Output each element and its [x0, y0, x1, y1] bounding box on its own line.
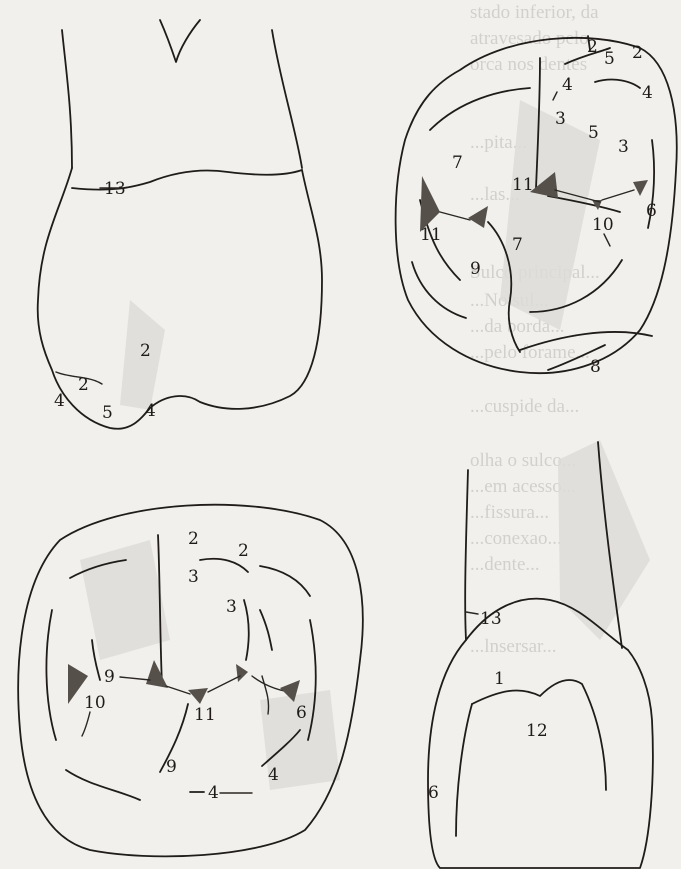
label-11: 11 [194, 705, 216, 725]
label-13: 13 [104, 179, 126, 199]
ridge-bottom-left [66, 770, 140, 800]
distal-fossa-triangle [633, 180, 648, 196]
label-4: 4 [268, 765, 279, 785]
label-13: 13 [480, 609, 502, 629]
mesial-fossa-left [420, 176, 440, 232]
label-4: 4 [208, 783, 219, 803]
label-6: 6 [646, 201, 657, 221]
ridge-left-bottom [412, 262, 466, 318]
label-9: 9 [166, 757, 177, 777]
label-3: 3 [226, 597, 237, 617]
cusp-ridge-4-upper [595, 80, 640, 88]
root-outline-right [272, 30, 302, 168]
label-10: 10 [592, 215, 614, 235]
section-view-labels: 13 1 12 6 [428, 609, 548, 803]
root-outline-left-section [465, 470, 468, 640]
label-2: 2 [78, 375, 89, 395]
groove-10-lower [82, 712, 90, 736]
label-1: 1 [494, 669, 505, 689]
label-2: 2 [238, 541, 249, 561]
label-4: 4 [145, 401, 156, 421]
label-5: 5 [102, 403, 113, 423]
connecting-line [602, 190, 634, 200]
fossa-upper-right [236, 664, 248, 682]
ridge-top-right [260, 566, 310, 596]
lateral-view-figure [38, 20, 322, 429]
label-4: 4 [562, 75, 573, 95]
label-9: 9 [104, 667, 115, 687]
label-7: 7 [452, 153, 463, 173]
ridge-left [46, 610, 56, 740]
connecting-line [440, 212, 470, 220]
label-4: 4 [642, 83, 653, 103]
fossa-center-lower [146, 660, 168, 688]
label-11: 11 [512, 175, 534, 195]
label-2: 2 [140, 341, 151, 361]
label-6: 6 [428, 783, 439, 803]
connecting-line [120, 677, 150, 680]
label-9: 9 [470, 259, 481, 279]
label-2: 2 [587, 37, 598, 57]
label-4: 4 [54, 391, 65, 411]
fossa-11-lower [188, 688, 208, 704]
label-5: 5 [588, 123, 599, 143]
label-12: 12 [526, 721, 548, 741]
root-bifurcation [160, 20, 200, 62]
label-11: 11 [420, 225, 442, 245]
root-outline-left [62, 30, 72, 168]
connecting-line [166, 686, 190, 694]
cusp-8-arc [520, 332, 652, 350]
groove-right-upper [244, 600, 249, 660]
label-8: 8 [590, 357, 601, 377]
label-7: 7 [512, 235, 523, 255]
leader-13-section [466, 612, 478, 614]
label-2: 2 [632, 43, 643, 63]
pulp-inner-left [456, 704, 472, 836]
occlusal-view-lower-figure [18, 505, 363, 857]
label-5: 5 [604, 49, 615, 69]
triangular-fossa-mid [468, 206, 488, 228]
groove-cusp-3 [260, 610, 272, 650]
label-2: 2 [188, 529, 199, 549]
label-3: 3 [188, 567, 199, 587]
transverse-ridge-upper [430, 88, 530, 130]
label-10: 10 [84, 693, 106, 713]
connecting-line [208, 676, 240, 692]
groove-10-tick [604, 234, 610, 246]
label-6: 6 [296, 703, 307, 723]
groove-4-tick [553, 92, 557, 100]
label-3: 3 [555, 109, 566, 129]
label-3: 3 [618, 137, 629, 157]
